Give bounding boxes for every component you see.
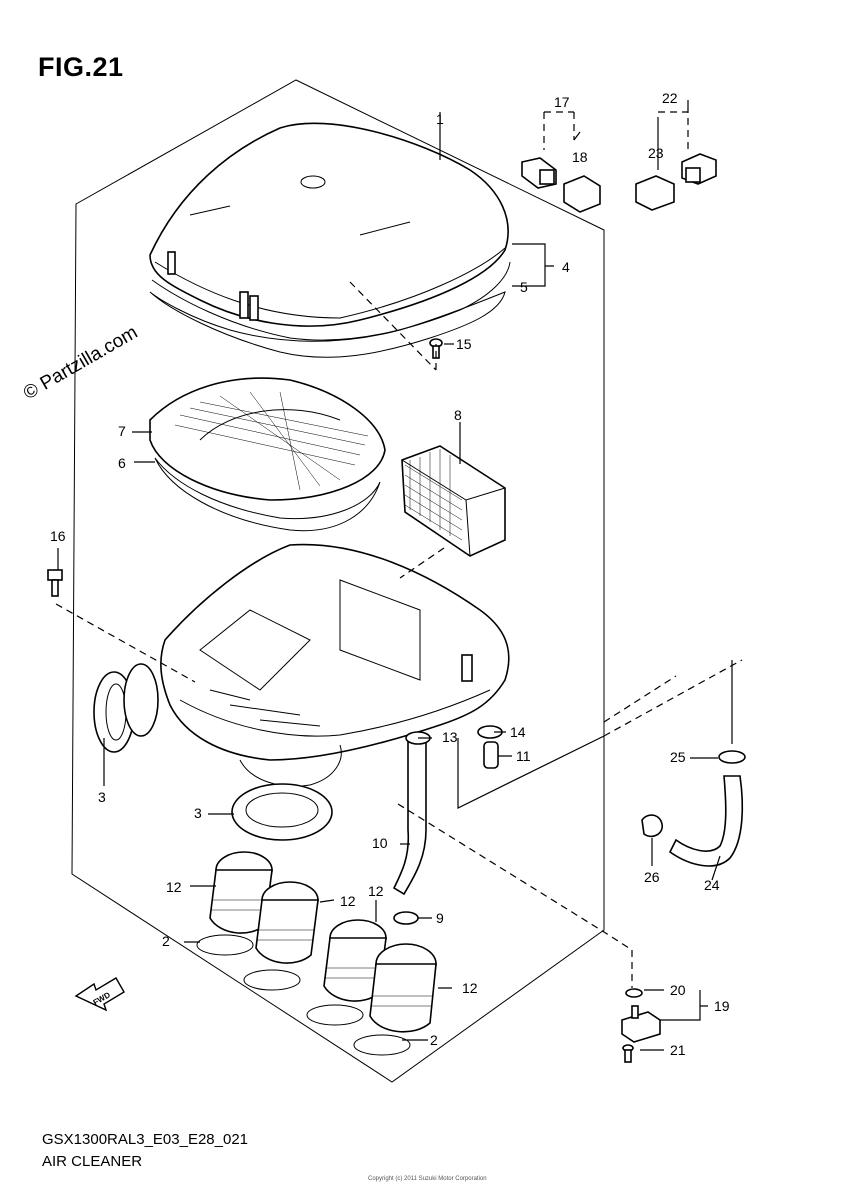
clip-26 [641, 814, 663, 838]
callout-12: 12 [166, 879, 182, 895]
bolt-21 [622, 1044, 634, 1063]
callout-22: 22 [662, 90, 678, 106]
breather-hose [668, 775, 744, 867]
callout-18: 18 [572, 149, 588, 165]
callout-8: 8 [454, 407, 462, 423]
diagram-code: GSX1300RAL3_E03_E28_021 [42, 1131, 249, 1148]
cap-gasket-5 [149, 291, 506, 358]
callout-12: 12 [368, 883, 384, 899]
callout-3: 3 [194, 805, 202, 821]
callout-6: 6 [118, 455, 126, 471]
air-cleaner-lower-case [160, 543, 510, 787]
callout-26: 26 [644, 869, 660, 885]
callout-15: 15 [456, 336, 472, 352]
velocity-stack-2 [255, 881, 319, 964]
plug-11 [483, 741, 499, 769]
washer-20 [625, 988, 643, 998]
hose-clip-9 [393, 911, 419, 925]
callout-10: 10 [372, 835, 388, 851]
callout-23: 23 [648, 145, 664, 161]
sensor-23 [635, 175, 675, 211]
element-seal [154, 457, 381, 532]
hose-clamp-25 [718, 750, 746, 764]
callout-5: 5 [520, 279, 528, 295]
callout-17: 17 [554, 94, 570, 110]
callout-14: 14 [510, 724, 526, 740]
callout-16: 16 [50, 528, 66, 544]
cap-seal-4 [151, 261, 511, 341]
callout-20: 20 [670, 982, 686, 998]
callout-2: 2 [162, 933, 170, 949]
callout-4: 4 [562, 259, 570, 275]
funnel-clamp-lower-2 [353, 1034, 411, 1056]
funnel-clamp-upper-1 [196, 934, 254, 956]
element-frame [149, 377, 386, 501]
callout-11: 11 [516, 748, 531, 764]
funnel-clamp-upper-2 [243, 969, 301, 991]
intake-duct-front [231, 783, 333, 841]
bracket-19 [621, 1005, 661, 1043]
funnel-clamp-lower-1 [306, 1004, 364, 1026]
air-filter-element [401, 445, 506, 557]
callout-19: 19 [714, 998, 730, 1014]
callout-12: 12 [462, 980, 478, 996]
callout-25: 25 [670, 749, 686, 765]
callout-21: 21 [670, 1042, 686, 1058]
callout-3: 3 [98, 789, 106, 805]
drain-hose [392, 741, 427, 896]
figure-title: FIG.21 [38, 52, 124, 82]
copyright-note: Copyright (c) 2011 Suzuki Motor Corporat… [368, 1176, 487, 1182]
assembly-boundary [71, 79, 605, 1083]
callout-13: 13 [442, 729, 458, 745]
connector-22 [681, 153, 717, 185]
callout-12: 12 [340, 893, 356, 909]
callout-24: 24 [704, 877, 720, 893]
velocity-stack-4 [369, 943, 437, 1033]
callout-1: 1 [436, 111, 444, 127]
bolt-16 [47, 569, 63, 597]
velocity-stack-1 [209, 851, 273, 934]
callout-9: 9 [436, 910, 444, 926]
intake-duct-left [93, 663, 159, 753]
sensor-18 [563, 175, 601, 213]
forward-direction-arrow: FWD [74, 977, 125, 1012]
diagram-name: AIR CLEANER [42, 1153, 143, 1170]
air-cleaner-cap [149, 122, 509, 327]
callout-7: 7 [118, 423, 126, 439]
callout-2: 2 [430, 1032, 438, 1048]
connector-17 [521, 157, 557, 189]
